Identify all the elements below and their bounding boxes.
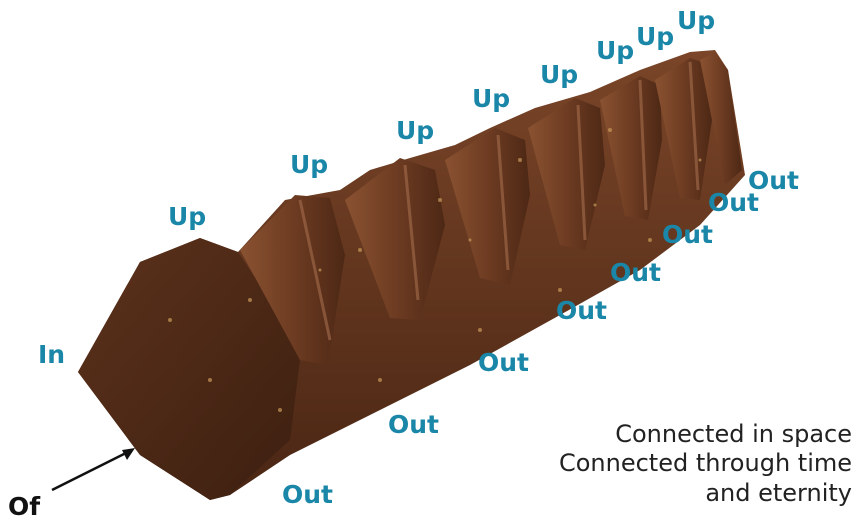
caption: Connected in space Connected through tim… — [559, 420, 852, 508]
up-label: Up — [596, 38, 634, 63]
up-label: Up — [472, 86, 510, 111]
out-label: Out — [748, 168, 799, 193]
out-label: Out — [662, 222, 713, 247]
up-label: Up — [290, 152, 328, 177]
caption-line-2: Connected through time — [559, 449, 852, 478]
arrow — [52, 448, 135, 490]
caption-line-3: and eternity — [559, 479, 852, 508]
out-label: Out — [478, 350, 529, 375]
up-label: Up — [540, 62, 578, 87]
caption-line-1: Connected in space — [559, 420, 852, 449]
of-label: Of — [8, 494, 40, 519]
up-label: Up — [396, 118, 434, 143]
in-label: In — [38, 342, 65, 367]
out-label: Out — [610, 260, 661, 285]
out-label: Out — [556, 298, 607, 323]
up-label: Up — [636, 24, 674, 49]
up-label: Up — [677, 8, 715, 33]
out-label: Out — [282, 482, 333, 507]
out-label: Out — [388, 412, 439, 437]
up-label: Up — [168, 204, 206, 229]
